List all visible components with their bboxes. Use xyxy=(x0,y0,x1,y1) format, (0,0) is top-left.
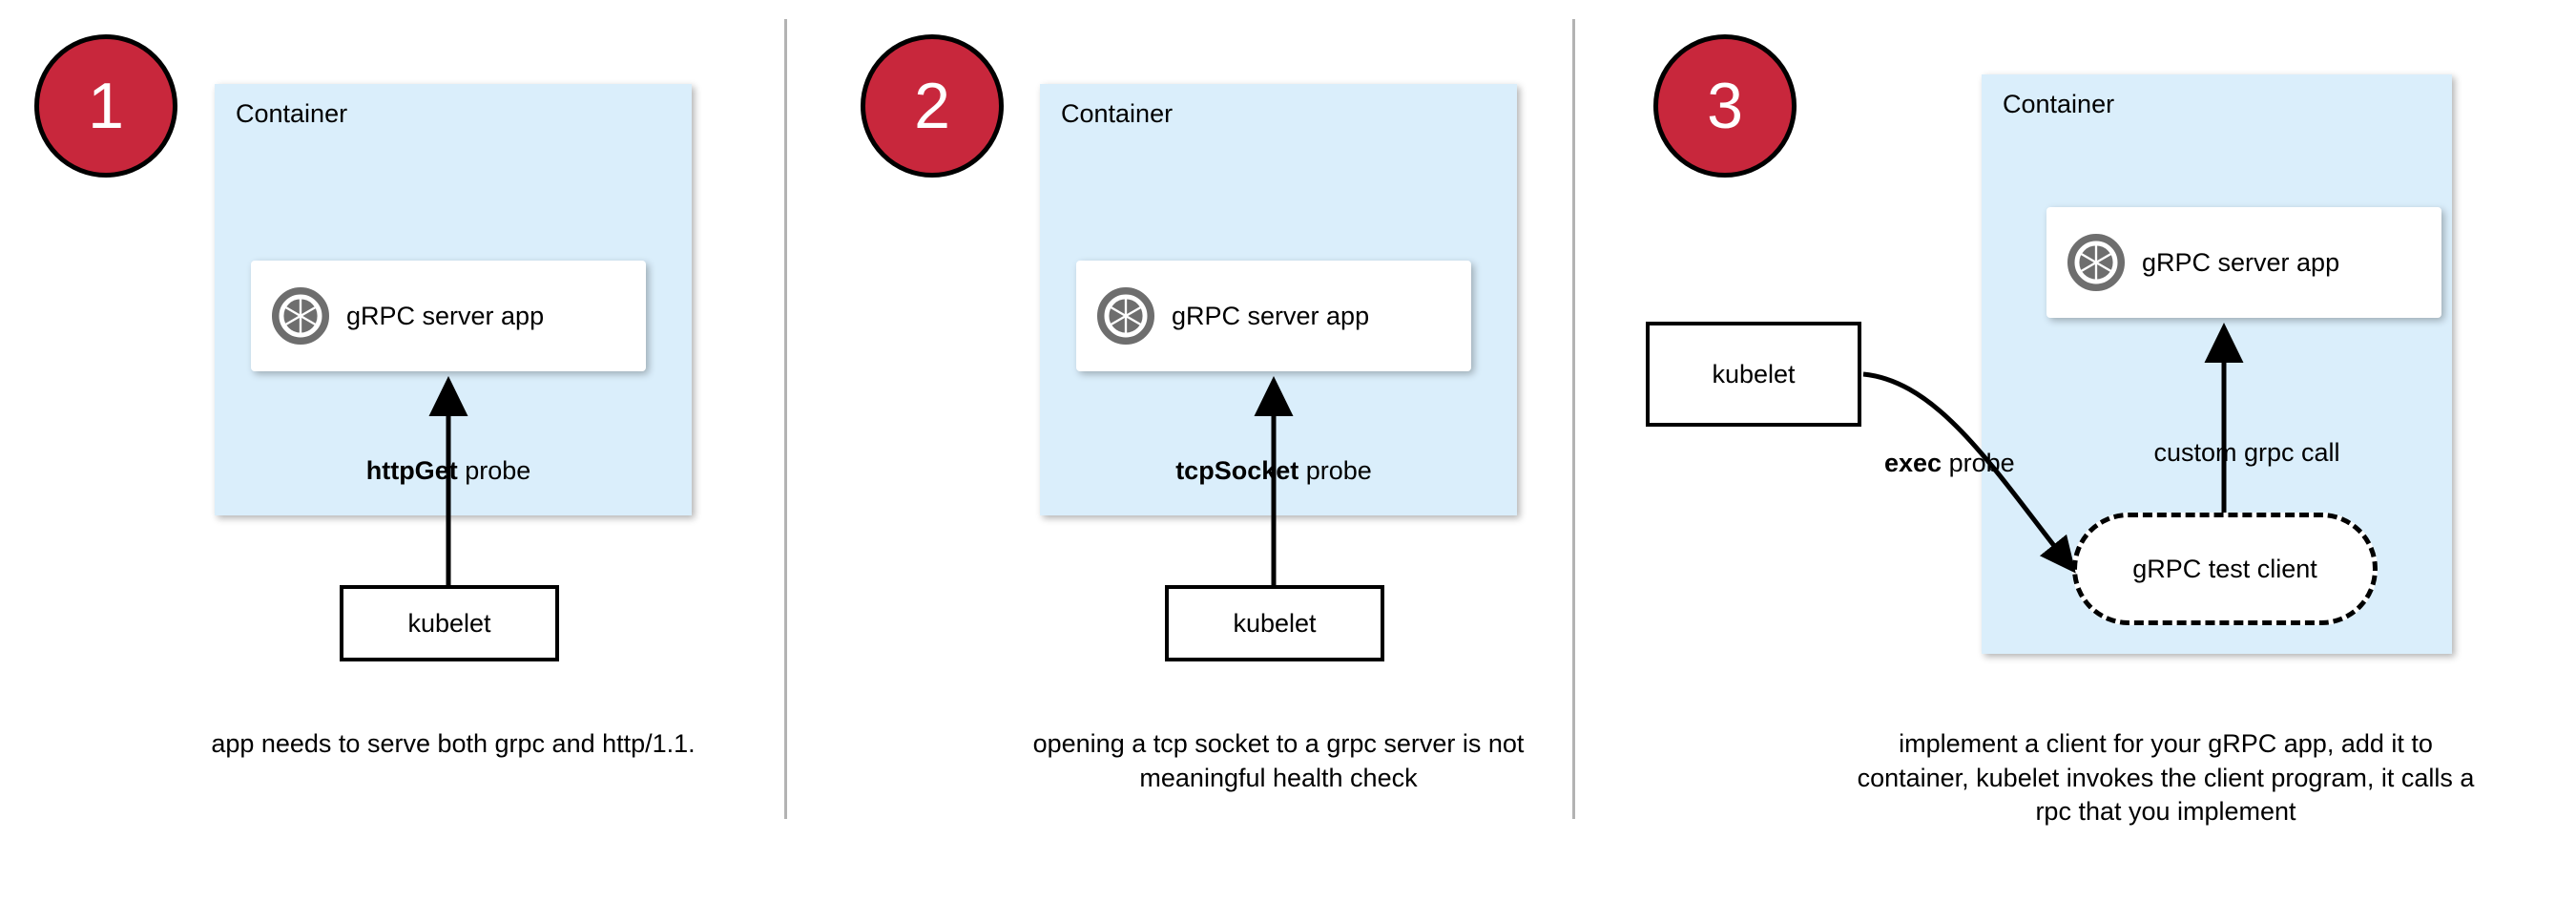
kubelet-box-3: kubelet xyxy=(1646,322,1861,427)
grpc-server-app-card-3: gRPC server app xyxy=(2046,207,2441,318)
container-label-3: Container xyxy=(2003,90,2115,118)
grpc-aperture-icon xyxy=(272,287,329,345)
probe-label-3-bold: exec xyxy=(1884,449,1942,477)
probe-label-2-bold: tcpSocket xyxy=(1175,456,1299,485)
probe-label-3-rest: probe xyxy=(1942,449,2015,477)
caption-3: implement a client for your gRPC app, ad… xyxy=(1857,729,2475,827)
kubelet-label-2: kubelet xyxy=(1233,608,1317,638)
grpc-server-app-label-1: gRPC server app xyxy=(346,301,545,330)
panel-divider-2 xyxy=(1572,19,1575,819)
grpc-test-client-label: gRPC test client xyxy=(2132,554,2317,583)
grpc-aperture-icon xyxy=(2067,234,2125,291)
probe-label-1-bold: httpGet xyxy=(365,456,458,485)
container-label-2: Container xyxy=(1061,99,1174,128)
grpc-server-app-card-2: gRPC server app xyxy=(1076,261,1471,371)
step-badge-3-number: 3 xyxy=(1707,70,1743,142)
custom-grpc-call-label: custom grpc call xyxy=(2153,438,2340,467)
kubelet-label-1: kubelet xyxy=(407,608,491,638)
step-badge-2: 2 xyxy=(861,34,1004,178)
grpc-server-app-card-1: gRPC server app xyxy=(251,261,646,371)
caption-2: opening a tcp socket to a grpc server is… xyxy=(1032,729,1525,792)
step-badge-2-number: 2 xyxy=(914,70,950,142)
probe-label-1: httpGet probe xyxy=(262,456,634,486)
kubelet-box-2: kubelet xyxy=(1165,585,1384,661)
step-badge-3: 3 xyxy=(1653,34,1797,178)
probe-label-2-rest: probe xyxy=(1298,456,1372,485)
grpc-server-app-label-3: gRPC server app xyxy=(2142,247,2340,277)
caption-1: app needs to serve both grpc and http/1.… xyxy=(211,729,696,758)
step-badge-1: 1 xyxy=(34,34,177,178)
probe-label-1-rest: probe xyxy=(457,456,531,485)
step-badge-1-number: 1 xyxy=(88,70,124,142)
probe-label-2: tcpSocket probe xyxy=(1088,456,1460,486)
grpc-test-client-box: gRPC test client xyxy=(2072,513,2378,625)
grpc-aperture-icon xyxy=(1097,287,1154,345)
grpc-server-app-label-2: gRPC server app xyxy=(1172,301,1370,330)
container-label-1: Container xyxy=(236,99,348,128)
kubelet-box-1: kubelet xyxy=(340,585,559,661)
kubelet-label-3: kubelet xyxy=(1712,359,1796,388)
panel-divider-1 xyxy=(784,19,787,819)
